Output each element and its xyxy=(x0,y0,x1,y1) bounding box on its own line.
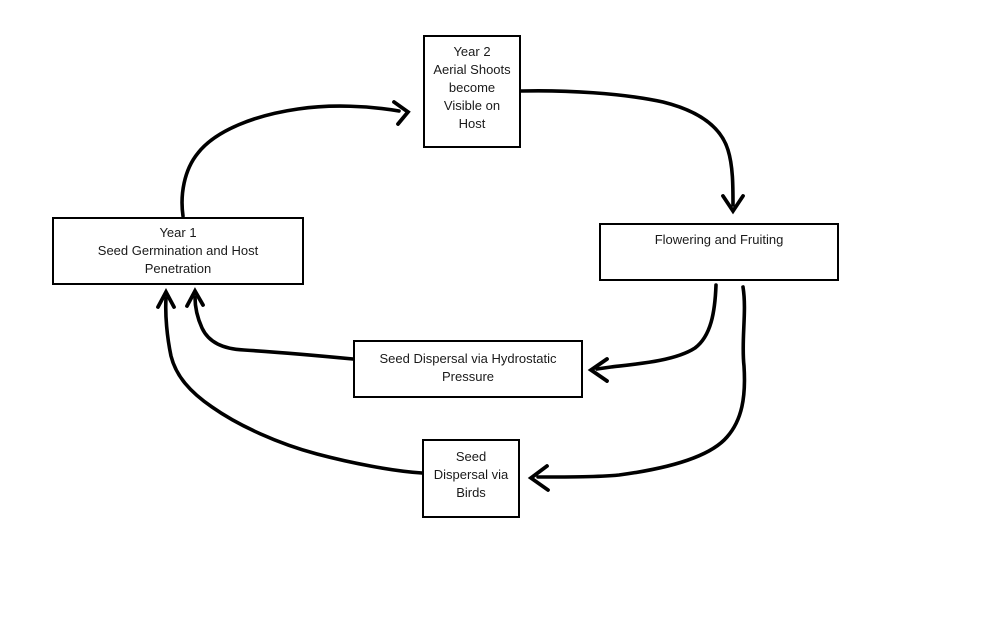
node-dispersal-hydrostatic: Seed Dispersal via Hydrostatic Pressure xyxy=(353,340,583,398)
edge-year1-to-year2 xyxy=(180,104,401,218)
node-flowering-fruiting: Flowering and Fruiting xyxy=(599,223,839,281)
arrowhead-down-flowering xyxy=(721,194,745,215)
node-year2-aerial-shoots: Year 2 Aerial Shoots become Visible on H… xyxy=(423,35,521,148)
arrowhead-up-year1-right xyxy=(185,287,205,308)
arrowhead-left-hydrostatic xyxy=(587,357,609,383)
arrowhead-right-year2 xyxy=(392,100,411,126)
edge-hydrostatic-to-year1 xyxy=(193,295,355,361)
node-dispersal-birds: Seed Dispersal via Birds xyxy=(422,439,520,518)
arrowhead-up-year1-left xyxy=(156,287,176,309)
edge-flowering-to-hydrostatic xyxy=(595,283,718,371)
arrowhead-left-birds xyxy=(527,464,550,492)
edge-year2-to-flowering xyxy=(519,89,735,207)
node-year1-germination: Year 1 Seed Germination and Host Penetra… xyxy=(52,217,304,285)
